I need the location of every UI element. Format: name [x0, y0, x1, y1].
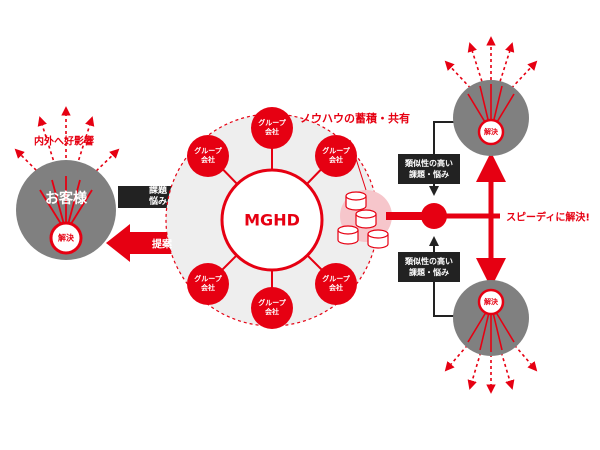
- database-icon: [355, 209, 377, 229]
- similar-issues-bottom-box: [398, 252, 460, 282]
- hub-label: MGHD: [244, 210, 300, 230]
- database-icon: [367, 229, 389, 249]
- group-company-bottom-right-label: グループ 会社: [322, 275, 350, 292]
- database-icon: [345, 191, 367, 211]
- database-icons: [337, 191, 389, 249]
- similar-issues-top-label: 類似性の高い 課題・悩み: [405, 159, 453, 179]
- group-company-top-right: [315, 135, 357, 177]
- junction-dot: [421, 203, 447, 229]
- influence-label: 内外へ好影響: [34, 136, 94, 148]
- database-icon: [337, 225, 359, 245]
- group-companies: [187, 107, 357, 329]
- top-solution-label: 解決: [484, 128, 498, 136]
- similar-issues-bottom-label: 類似性の高い 課題・悩み: [405, 257, 453, 277]
- customer-label: お客様: [45, 191, 87, 207]
- bottom-solution-badge: [477, 288, 505, 316]
- proposal-arrow-head: [106, 224, 130, 262]
- group-company-top-right-label: グループ 会社: [322, 147, 350, 164]
- group-company-bottom-left: [187, 263, 229, 305]
- group-company-bottom: [251, 287, 293, 329]
- issues-label: 課題 悩み: [148, 186, 168, 207]
- group-company-bottom-left-label: グループ 会社: [194, 275, 222, 292]
- similar-issues-top-box: [398, 154, 460, 184]
- group-company-top: [251, 107, 293, 149]
- proposal-label: 提案: [152, 239, 172, 251]
- hub-circle: [220, 168, 324, 272]
- knowhow-label: ノウハウの蓄積・共有: [300, 112, 410, 125]
- top-solution-badge: [477, 118, 505, 146]
- solution-paths: [386, 152, 506, 288]
- customer-solution-label: 解決: [58, 233, 74, 243]
- group-company-top-left-label: グループ 会社: [194, 147, 222, 164]
- customer-solution-circle: [49, 221, 83, 255]
- group-company-top-label: グループ 会社: [258, 119, 286, 136]
- group-company-bottom-label: グループ 会社: [258, 299, 286, 316]
- speedy-label: スピーディに解決!: [506, 212, 590, 224]
- knowhow-pointer: [349, 139, 367, 191]
- group-company-top-left: [187, 135, 229, 177]
- group-company-bottom-right: [315, 263, 357, 305]
- bottom-solution-label: 解決: [484, 298, 498, 306]
